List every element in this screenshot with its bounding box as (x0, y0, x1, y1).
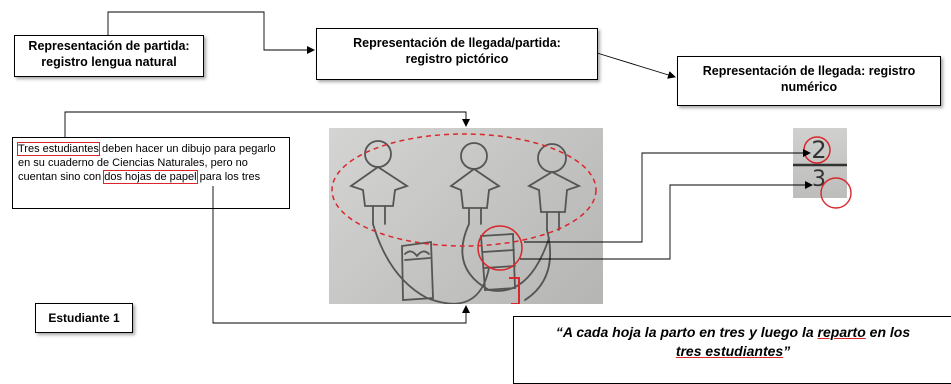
paper-scribble (404, 250, 430, 258)
arrow-picture-to-denominator (520, 181, 813, 260)
arrow-picture-to-numerator (524, 149, 811, 243)
end-representation-box: Representación de llegada: registro numé… (677, 56, 941, 106)
mid-box-line2: registro pictórico (405, 52, 509, 66)
arrow-paper-to-picture (212, 186, 470, 324)
quote-part-5: ” (783, 343, 791, 359)
figure-legs-3 (546, 211, 560, 231)
intermediate-representation-box: Representación de llegada/partida: regis… (316, 28, 598, 80)
problem-text-2: para los tres (196, 171, 261, 183)
paper-sheet-1 (401, 240, 434, 301)
end-box-line2: numérico (780, 80, 838, 94)
fraction-numerator: 2 (811, 136, 826, 164)
figure-legs-2 (468, 207, 482, 225)
problem-statement: Tres estudiantes deben hacer un dibujo p… (12, 137, 290, 209)
arrow-problem-to-picture (64, 111, 470, 137)
arrow-start-to-mid (107, 11, 315, 54)
connector-arrows (64, 11, 852, 324)
figure-body-3 (526, 170, 582, 213)
problem-text-1: deben hacer un dibujo para pegarlo en su… (18, 143, 276, 183)
end-box-line1: Representación de llegada: registro (702, 64, 916, 78)
denominator-circle (820, 177, 852, 209)
quote-tres-estudiantes: tres estudiantes (675, 343, 784, 359)
highlight-paper-sheets: dos hojas de papel (103, 170, 198, 184)
student-label: Estudiante 1 (35, 303, 133, 333)
quote-part-1: “A cada hoja la parto en tres y luego la (555, 324, 818, 340)
quote-part-3: en los (865, 324, 911, 340)
paper-part-circle (477, 225, 523, 271)
start-box-line2: registro lengua natural (41, 55, 177, 69)
figure-legs-1 (372, 205, 386, 225)
figure-body-1 (349, 165, 410, 207)
start-representation-box: Representación de partida: registro leng… (14, 35, 204, 77)
students-dashed-ellipse (331, 133, 597, 247)
highlight-students: Tres estudiantes (17, 142, 100, 156)
arrow-mid-to-end (596, 52, 676, 79)
figure-body-2 (449, 167, 501, 209)
pictorial-drawing-photo (329, 128, 603, 305)
quote-reparto: reparto (817, 324, 866, 340)
pencil-drawing (331, 133, 597, 305)
start-box-line1: Representación de partida: (28, 39, 190, 53)
mid-box-line1: Representación de llegada/partida: (353, 36, 561, 50)
